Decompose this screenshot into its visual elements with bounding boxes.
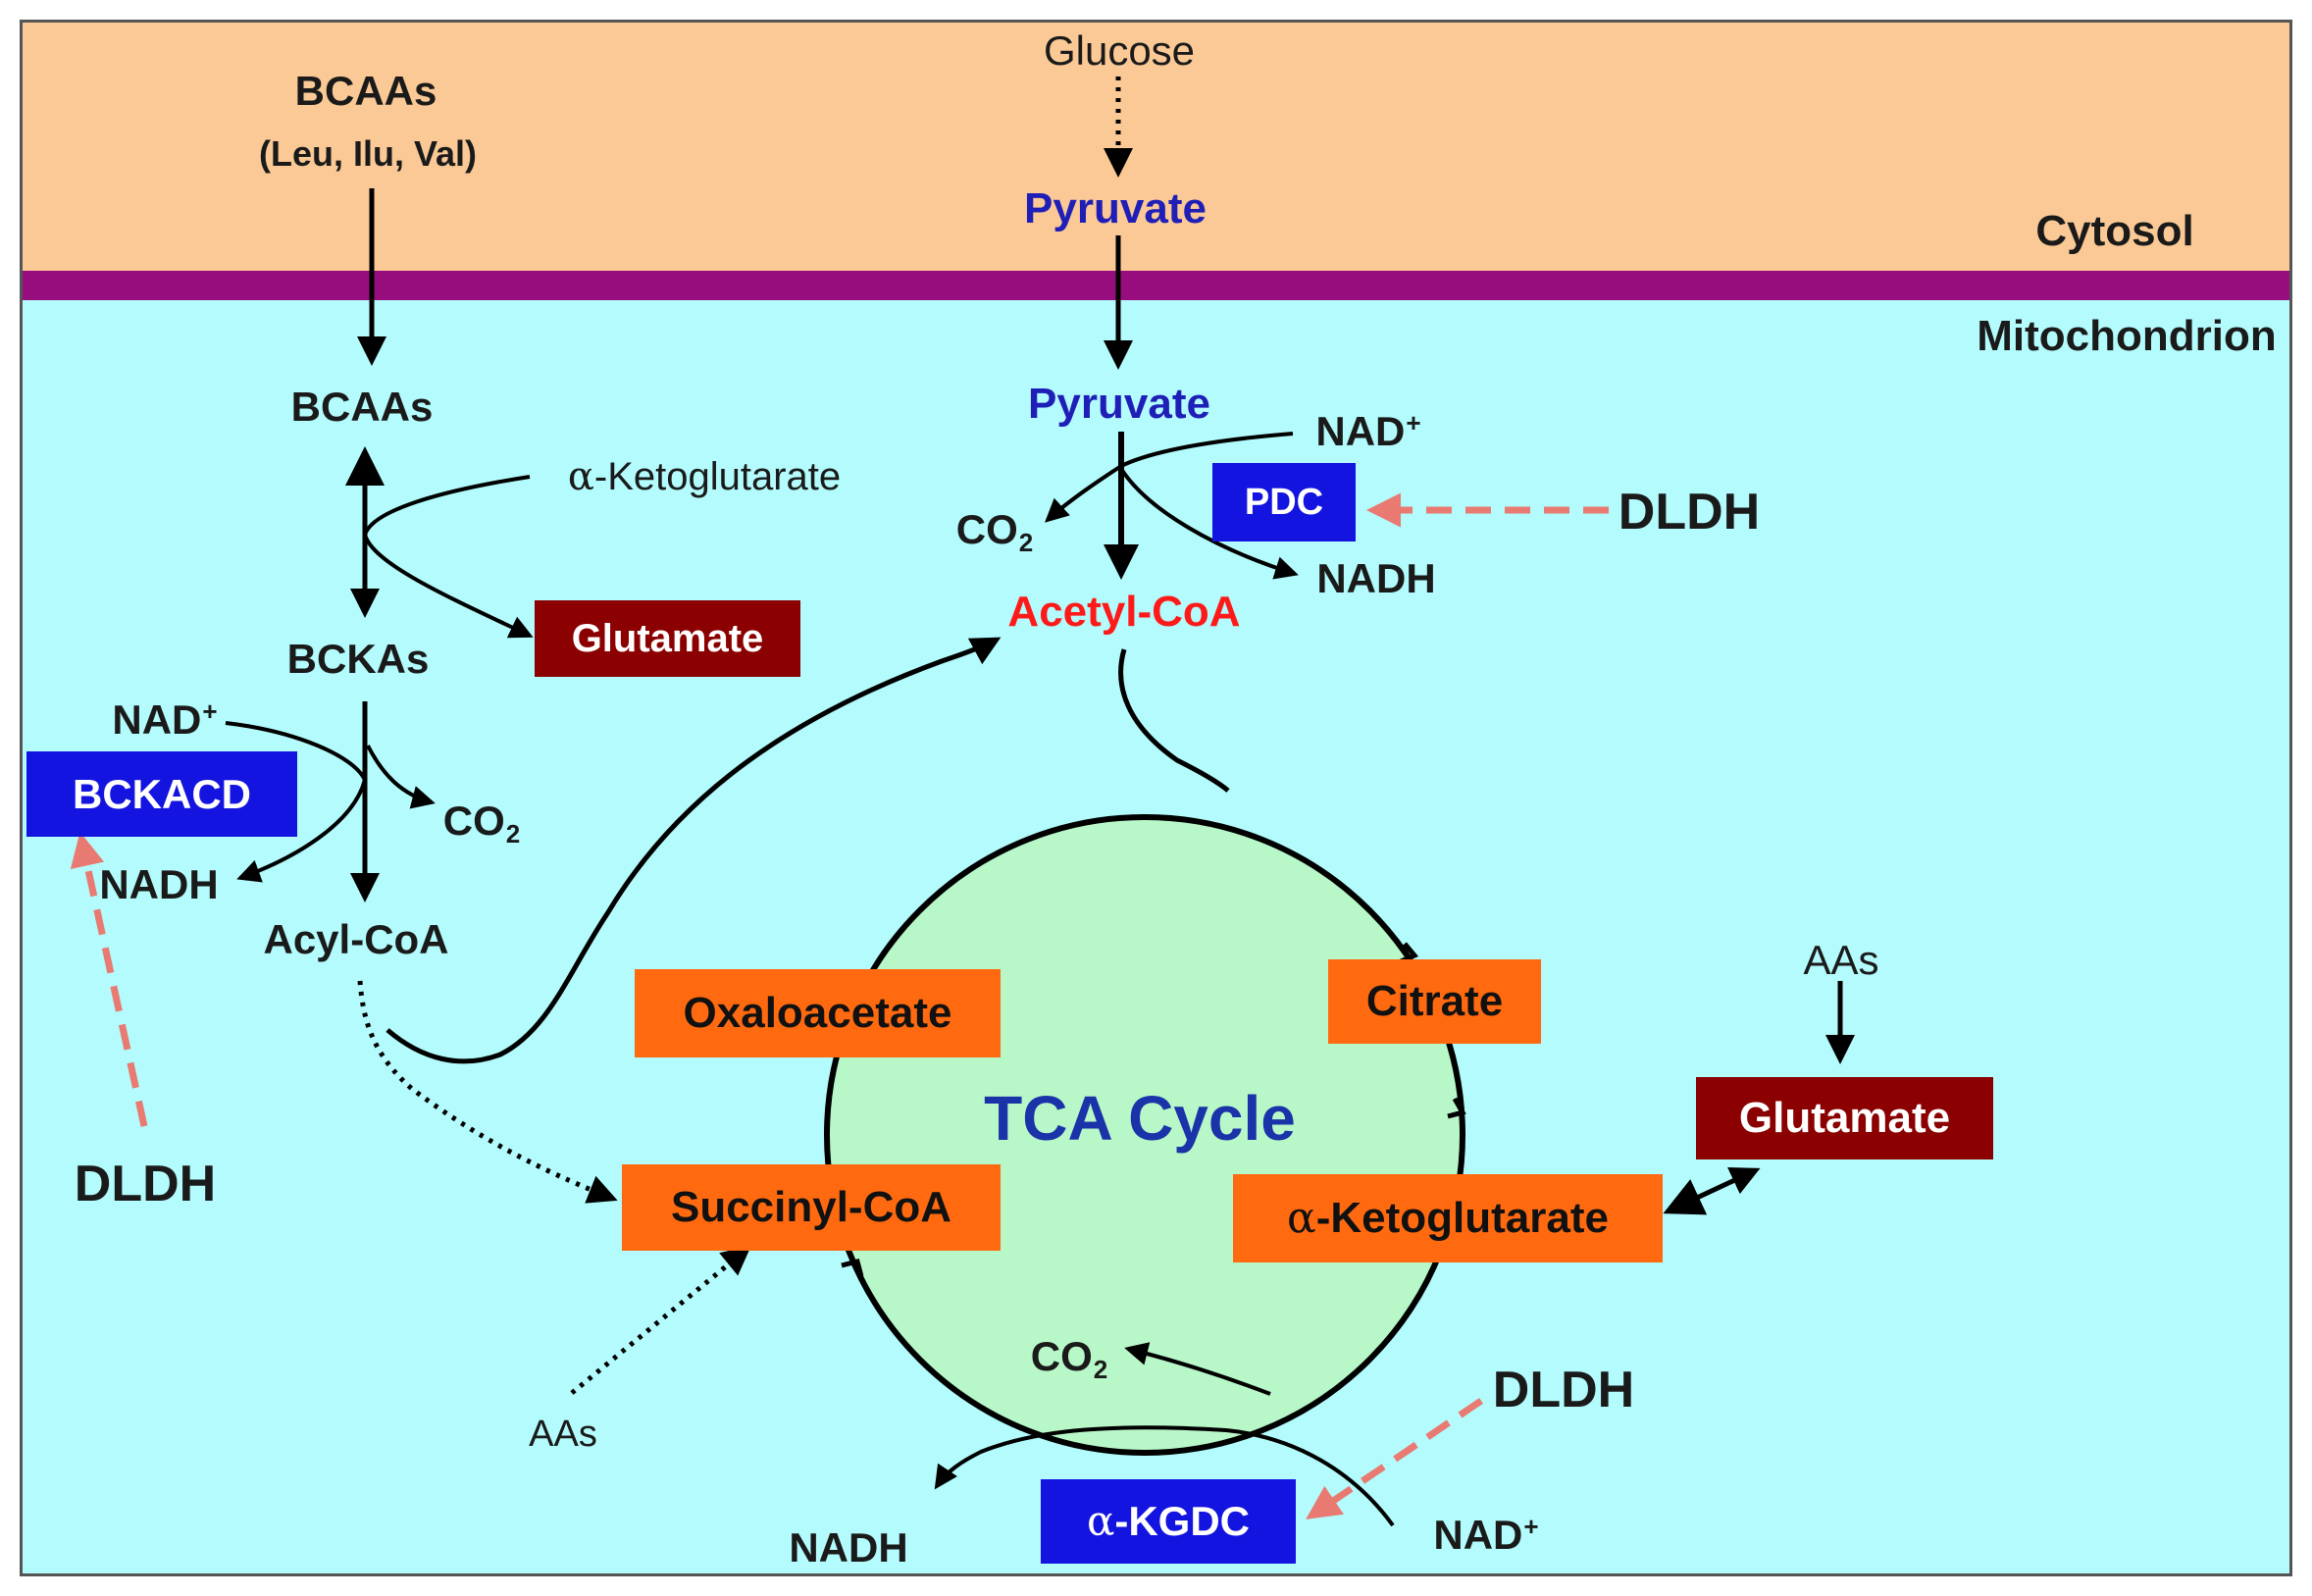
alpha-symbol: α xyxy=(1086,1497,1115,1545)
nadh-kgdc-label: NADH xyxy=(789,1524,908,1570)
nad-pdc-label: NAD+ xyxy=(1315,407,1421,454)
aas-right-label: AAs xyxy=(1803,937,1879,983)
succinyl-coa-box: Succinyl-CoA xyxy=(622,1164,1001,1251)
citrate-box: Citrate xyxy=(1328,959,1541,1044)
co2-pdc-label: CO2 xyxy=(955,506,1034,558)
dldh-bckacd-label: DLDH xyxy=(74,1156,217,1212)
bcaas-detail-label: (Leu, Ilu, Val) xyxy=(258,133,478,174)
alpha-symbol: α xyxy=(1287,1193,1316,1243)
nadh-pdc-label: NADH xyxy=(1316,555,1436,601)
alpha-symbol: α xyxy=(567,454,594,499)
glutamate-right-box: Glutamate xyxy=(1696,1077,1993,1159)
nad-bckacd-label: NAD+ xyxy=(112,695,218,743)
alpha-kgdc-enzyme-box: α-KGDC xyxy=(1041,1479,1296,1564)
acyl-coa-label: Acyl-CoA xyxy=(263,916,449,962)
pdc-enzyme-box: PDC xyxy=(1212,463,1356,541)
alpha-ketoglutarate-cycle-box: α-Ketoglutarate xyxy=(1233,1174,1663,1262)
cytosol-region xyxy=(23,23,2289,271)
glutamate-left-box: Glutamate xyxy=(535,600,800,677)
cycle-chevron xyxy=(1447,1097,1466,1119)
dldh-kgdc-label: DLDH xyxy=(1492,1362,1635,1418)
pyruvate-cytosol-label: Pyruvate xyxy=(1024,184,1207,232)
nadh-bckacd-label: NADH xyxy=(99,861,219,907)
cycle-chevron xyxy=(841,1258,864,1277)
bckas-label: BCKAs xyxy=(286,636,430,682)
bcaas-mito-label: BCAAs xyxy=(290,384,434,430)
bckacd-enzyme-box: BCKACD xyxy=(26,751,297,837)
bcaas-cytosol-label: BCAAs xyxy=(294,68,437,114)
aas-bottom-label: AAs xyxy=(529,1414,597,1455)
co2-kgdc-label: CO2 xyxy=(1030,1333,1108,1385)
glucose-label: Glucose xyxy=(1043,27,1196,74)
alpha-ketoglutarate-left-label: α-Ketoglutarate xyxy=(567,454,842,499)
cytosol-label: Cytosol xyxy=(2035,207,2194,255)
co2-bckacd-label: CO2 xyxy=(442,798,521,849)
nad-kgdc-label: NAD+ xyxy=(1433,1511,1539,1558)
pyruvate-mito-label: Pyruvate xyxy=(1028,380,1210,428)
acetyl-coa-label: Acetyl-CoA xyxy=(1007,588,1241,636)
tca-cycle-title: TCA Cycle xyxy=(984,1083,1296,1154)
oxaloacetate-box: Oxaloacetate xyxy=(635,969,1001,1057)
mitochondrion-label: Mitochondrion xyxy=(1977,312,2277,360)
dldh-pdc-label: DLDH xyxy=(1618,484,1761,541)
mitochondrial-membrane xyxy=(23,271,2289,300)
